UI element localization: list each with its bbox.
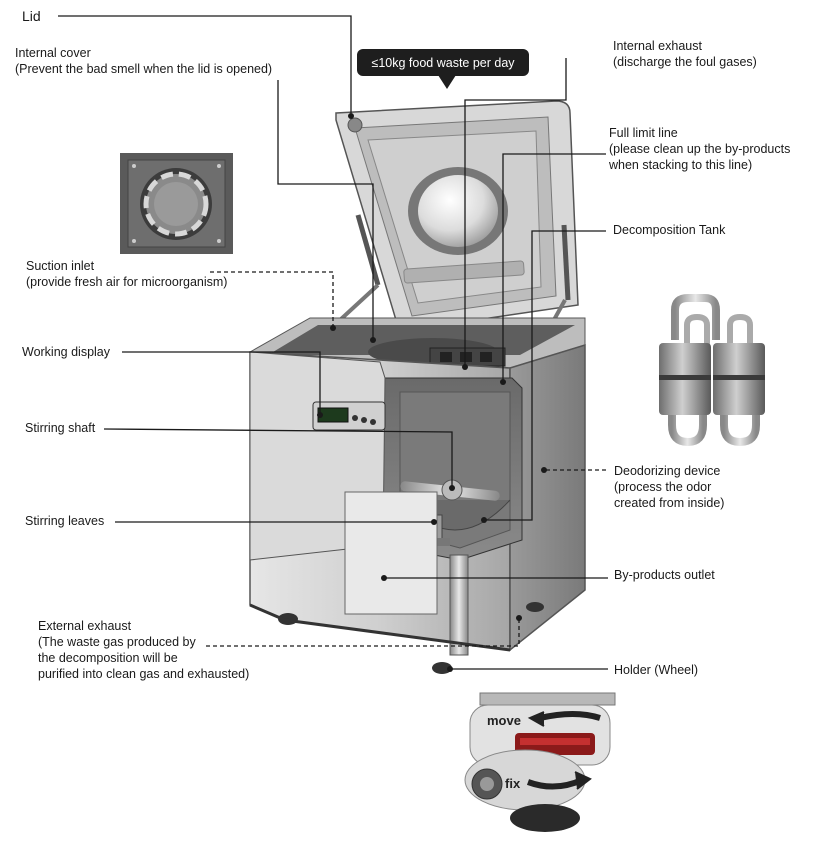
wheel-move-label: move	[487, 713, 521, 728]
caster-wheel-photo	[464, 692, 616, 832]
wheel-fix-label: fix	[505, 776, 521, 791]
label-stirring-shaft: Stirring shaft	[25, 421, 96, 435]
label-external-exhaust-note-3: purified into clean gas and exhausted)	[38, 667, 250, 681]
capacity-badge-pointer	[438, 75, 456, 89]
label-suction-inlet-note: (provide fresh air for microorganism)	[26, 275, 228, 289]
label-deodorizing-device: Deodorizing device (process the odor cre…	[614, 463, 724, 511]
label-suction-inlet: Suction inlet (provide fresh air for mic…	[26, 258, 227, 290]
suction-inlet-fan-photo	[120, 153, 233, 254]
label-internal-cover-note: (Prevent the bad smell when the lid is o…	[15, 62, 273, 76]
label-external-exhaust-note-1: (The waste gas produced by	[38, 635, 196, 649]
label-full-limit-line: Full limit line (please clean up the by-…	[609, 125, 790, 173]
label-decomposition-tank: Decomposition Tank	[613, 223, 726, 237]
callout-lines	[58, 15, 608, 672]
label-internal-exhaust-note: (discharge the foul gases)	[613, 55, 757, 69]
label-internal-cover: Internal cover (Prevent the bad smell wh…	[15, 45, 272, 77]
waste-machine-illustration	[249, 100, 586, 674]
label-lid: Lid	[22, 8, 41, 24]
label-external-exhaust-note-2: the decomposition will be	[38, 651, 178, 665]
label-deodorizing-device-note-2: created from inside)	[614, 496, 725, 510]
label-external-exhaust: External exhaust (The waste gas produced…	[38, 618, 249, 682]
label-suction-inlet-title: Suction inlet	[26, 259, 95, 273]
label-full-limit-line-note-1: (please clean up the by-products	[609, 142, 791, 156]
label-by-products-outlet: By-products outlet	[614, 568, 715, 582]
label-deodorizing-device-title: Deodorizing device	[614, 464, 721, 478]
label-internal-cover-title: Internal cover	[15, 46, 91, 60]
capacity-badge: ≤10kg food waste per day	[357, 49, 529, 76]
label-internal-exhaust-title: Internal exhaust	[613, 39, 702, 53]
label-internal-exhaust: Internal exhaust (discharge the foul gas…	[613, 38, 757, 70]
label-working-display: Working display	[22, 345, 111, 359]
label-full-limit-line-note-2: when stacking to this line)	[609, 158, 753, 172]
label-full-limit-line-title: Full limit line	[609, 126, 678, 140]
deodorizing-device-photo	[659, 294, 765, 447]
label-external-exhaust-title: External exhaust	[38, 619, 132, 633]
label-holder-wheel: Holder (Wheel)	[614, 663, 699, 677]
label-deodorizing-device-note-1: (process the odor	[614, 480, 712, 494]
label-stirring-leaves: Stirring leaves	[25, 514, 105, 528]
